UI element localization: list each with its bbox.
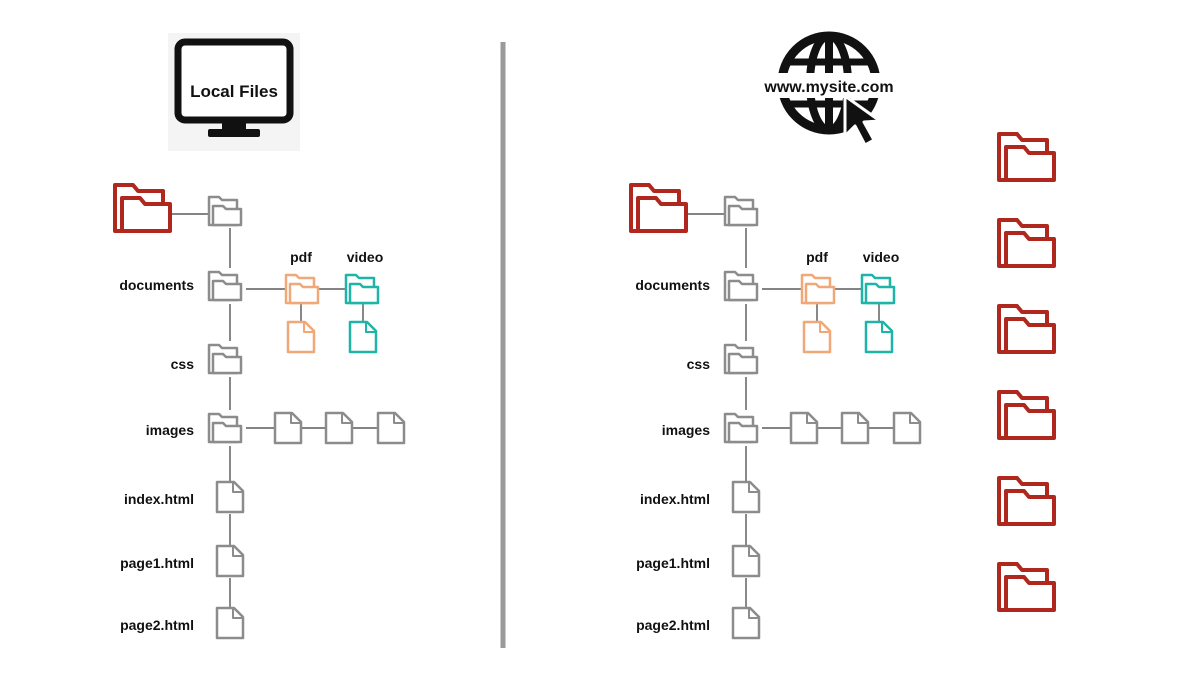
uploaded-folder-icon xyxy=(997,132,1056,182)
pdf-file-icon xyxy=(802,320,832,354)
local-tree-lines xyxy=(170,213,378,608)
root-folder-icon xyxy=(629,183,688,233)
image-file-icon xyxy=(892,411,922,445)
uploaded-folder-icon xyxy=(997,304,1056,354)
css-label: css xyxy=(171,356,195,372)
images-label: images xyxy=(662,422,710,438)
image-file-icon xyxy=(789,411,819,445)
image-file-icon xyxy=(324,411,354,445)
images-folder-icon xyxy=(723,412,759,444)
css-label: css xyxy=(687,356,711,372)
page1-file-icon xyxy=(731,544,761,578)
image-file-icon xyxy=(840,411,870,445)
documents-label: documents xyxy=(119,277,194,293)
uploaded-folder-icon xyxy=(997,562,1056,612)
root-subfolder-icon xyxy=(723,195,759,227)
pdf-label: pdf xyxy=(290,249,312,265)
page1-label: page1.html xyxy=(636,555,710,571)
images-folder-icon xyxy=(207,412,243,444)
root-folder-icon xyxy=(113,183,172,233)
local-files-panel: Local Files xyxy=(113,33,406,640)
site-url-label: www.mysite.com xyxy=(763,79,893,96)
video-folder-icon xyxy=(344,273,380,305)
uploaded-folders-column xyxy=(997,132,1056,612)
uploaded-folder-icon xyxy=(997,476,1056,526)
root-subfolder-icon xyxy=(207,195,243,227)
video-file-icon xyxy=(864,320,894,354)
video-file-icon xyxy=(348,320,378,354)
page1-file-icon xyxy=(215,544,245,578)
page2-file-icon xyxy=(215,606,245,640)
pdf-file-icon xyxy=(286,320,316,354)
remote-tree-lines xyxy=(686,213,894,608)
pdf-label: pdf xyxy=(806,249,828,265)
image-file-icon xyxy=(376,411,406,445)
monitor-icon: Local Files xyxy=(168,33,300,151)
documents-label: documents xyxy=(635,277,710,293)
cursor-arrow-icon xyxy=(843,94,882,147)
css-folder-icon xyxy=(207,343,243,375)
video-label: video xyxy=(863,249,900,265)
image-file-icon xyxy=(273,411,303,445)
index-label: index.html xyxy=(124,491,194,507)
page2-file-icon xyxy=(731,606,761,640)
page2-label: page2.html xyxy=(636,617,710,633)
images-label: images xyxy=(146,422,194,438)
uploaded-folder-icon xyxy=(997,390,1056,440)
index-label: index.html xyxy=(640,491,710,507)
globe-icon: www.mysite.com xyxy=(750,31,908,135)
pdf-folder-icon xyxy=(284,273,320,305)
video-folder-icon xyxy=(860,273,896,305)
css-folder-icon xyxy=(723,343,759,375)
page1-label: page1.html xyxy=(120,555,194,571)
website-panel: www.mysite.com xyxy=(629,31,1056,640)
pdf-folder-icon xyxy=(800,273,836,305)
page2-label: page2.html xyxy=(120,617,194,633)
documents-folder-icon xyxy=(723,270,759,302)
index-file-icon xyxy=(731,480,761,514)
uploaded-folder-icon xyxy=(997,218,1056,268)
video-label: video xyxy=(347,249,384,265)
index-file-icon xyxy=(215,480,245,514)
monitor-label: Local Files xyxy=(190,82,278,101)
documents-folder-icon xyxy=(207,270,243,302)
